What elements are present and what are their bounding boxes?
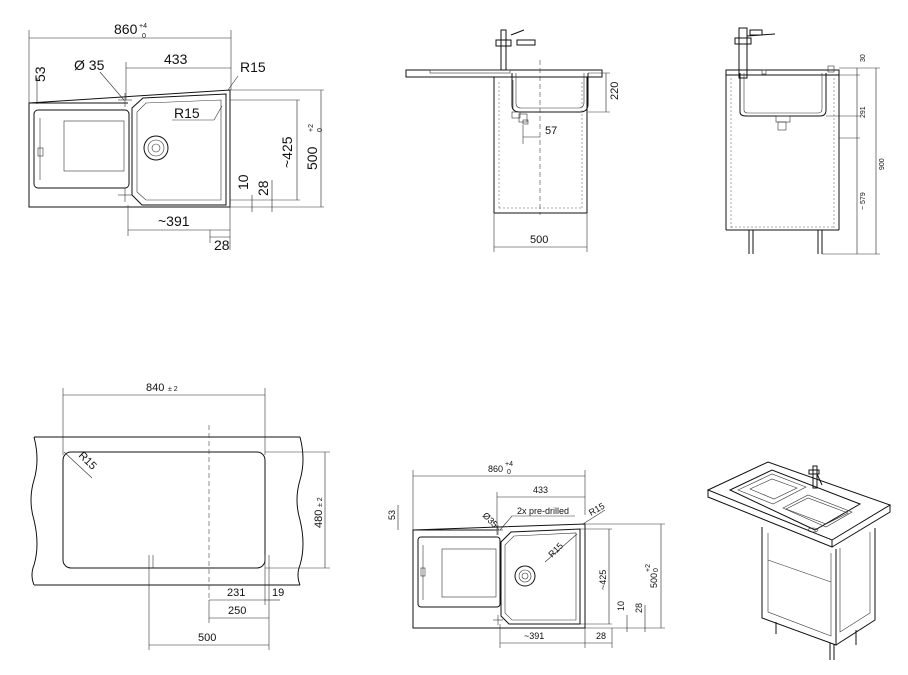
dim-425: ~425 [279, 136, 295, 168]
dim-500-small-tol-lo: 0 [653, 568, 660, 572]
dim-53: 53 [32, 66, 48, 82]
dim-28-small-bottom: 28 [596, 631, 606, 641]
note-pre-drilled: 2x pre-drilled [517, 506, 569, 516]
dim-860: 860 [114, 21, 138, 37]
perspective-view-bottom-right [706, 461, 892, 660]
dim-425-small: ~425 [598, 570, 608, 590]
cutout-template-bottom-left: 840 ± 2 R15 480 ± 2 231 19 250 [30, 382, 330, 650]
dim-30: 30 [860, 54, 867, 62]
dim-57: 57 [545, 125, 557, 137]
dim-391: ~391 [158, 213, 190, 229]
dim-500: 500 [304, 146, 320, 170]
dim-28-vertical: 28 [255, 180, 271, 196]
dim-433-small: 433 [533, 485, 548, 495]
plan-view-top-left: 860 +4 0 433 53 Ø 35 R15 [28, 21, 324, 253]
dim-28-small-vertical: 28 [634, 603, 644, 613]
dim-860-small-tol-up: +4 [505, 461, 513, 468]
dim-19: 19 [272, 587, 284, 599]
dim-220: 220 [609, 82, 621, 100]
dim-291: 291 [860, 106, 867, 118]
dim-10-small: 10 [616, 601, 626, 611]
dim-840-tol: ± 2 [168, 386, 178, 393]
dim-391-small: ~391 [524, 631, 544, 641]
dim-433: 433 [164, 51, 188, 67]
dim-r15-inner: R15 [174, 105, 200, 121]
dim-840: 840 [146, 382, 164, 394]
dim-500-tol-up: +2 [308, 124, 315, 132]
dim-28-bottom: 28 [214, 237, 230, 253]
dim-860-small-tol-lo: 0 [507, 469, 511, 476]
dim-250: 250 [228, 605, 246, 617]
dim-r15-cutout: R15 [76, 450, 99, 473]
side-section-top-middle: 220 57 500 [405, 29, 621, 252]
dim-860-small: 860 [488, 464, 503, 474]
dim-10: 10 [235, 174, 251, 190]
plan-view-bottom-middle: 860 +4 0 433 53 Ø35 2x pre-drilled R15 [387, 461, 665, 648]
dim-500-small-tol-up: +2 [645, 564, 652, 572]
dim-r15-top: R15 [240, 59, 266, 75]
dim-231: 231 [227, 587, 245, 599]
dim-860-tol-lo: 0 [142, 33, 146, 40]
dim-500-tol-lo: 0 [317, 128, 324, 132]
drain-icon [143, 135, 169, 161]
dim-480-tol: ± 2 [317, 497, 324, 507]
dim-500-cutout: 500 [198, 632, 216, 644]
dim-hole-35: Ø 35 [74, 57, 105, 73]
dim-900: 900 [879, 158, 886, 170]
dim-579: ~ 579 [860, 192, 867, 210]
dim-53-small: 53 [387, 510, 397, 520]
dim-860-tol-up: +4 [139, 23, 147, 30]
dim-r15-small-inner: R15 [546, 541, 565, 560]
dim-500-small: 500 [649, 573, 659, 588]
dim-500-cabinet: 500 [530, 234, 548, 246]
dim-480: 480 [313, 510, 325, 528]
drain-small-icon [514, 565, 536, 587]
front-section-top-right: 30 291 900 ~ 579 [725, 27, 886, 255]
